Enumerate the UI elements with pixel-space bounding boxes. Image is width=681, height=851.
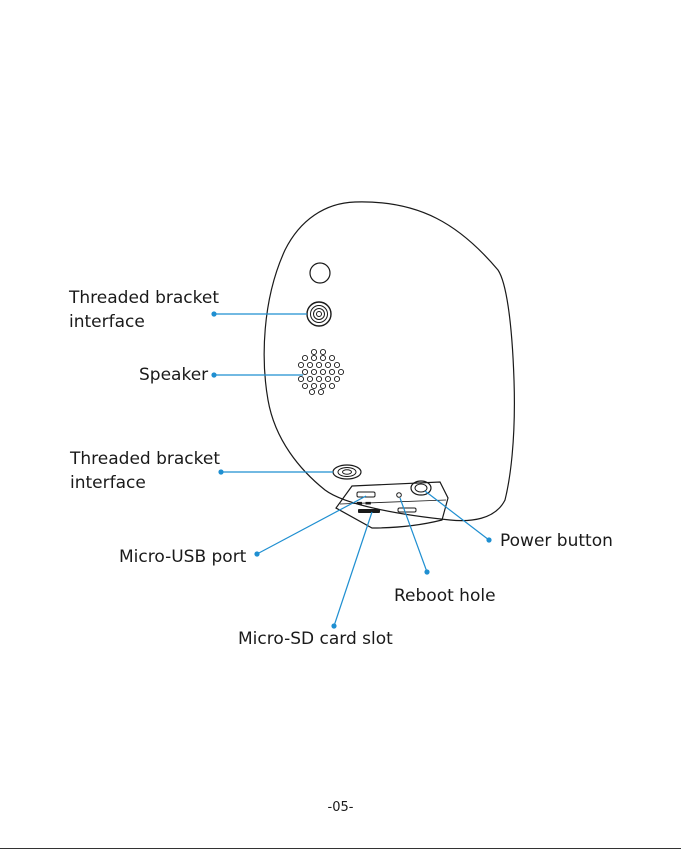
label-micro-sd: Micro-SD card slot: [238, 627, 393, 651]
speaker-hole: [329, 369, 334, 374]
speaker-hole: [311, 355, 316, 360]
speaker-hole: [302, 355, 307, 360]
camera-body-outline: [264, 202, 514, 521]
dot-micro-usb: [254, 551, 259, 556]
dot-power: [486, 537, 491, 542]
leader-micro-sd: [334, 512, 372, 626]
leader-reboot: [400, 498, 427, 572]
label-bracket-bottom-line1: Threaded bracket: [70, 447, 220, 471]
speaker-hole: [302, 383, 307, 388]
speaker-hole: [318, 389, 323, 394]
speaker-hole: [320, 383, 325, 388]
speaker-hole: [334, 376, 339, 381]
micro-sd-slot-icon: [358, 509, 380, 513]
port-panel: ▬ ▬: [336, 481, 448, 528]
speaker-grille-icon: [298, 349, 343, 394]
label-power-button: Power button: [500, 529, 613, 553]
dot-reboot: [424, 569, 429, 574]
dot-upper-bracket: [211, 311, 216, 316]
speaker-hole: [338, 369, 343, 374]
speaker-hole: [320, 369, 325, 374]
label-bracket-top-line2: interface: [69, 310, 145, 334]
speaker-hole: [334, 362, 339, 367]
label-reboot-hole: Reboot hole: [394, 584, 496, 608]
speaker-hole: [320, 355, 325, 360]
speaker-hole: [307, 376, 312, 381]
dot-speaker: [211, 372, 216, 377]
label-bracket-bottom-line2: interface: [70, 471, 146, 495]
speaker-hole: [307, 362, 312, 367]
speaker-hole: [329, 383, 334, 388]
reboot-hole-icon: [397, 493, 402, 498]
speaker-hole: [325, 362, 330, 367]
speaker-hole: [311, 383, 316, 388]
label-bracket-top-line1: Threaded bracket: [69, 286, 219, 310]
leader-power: [425, 491, 489, 540]
bottom-rule: [0, 848, 681, 849]
leader-dots: [211, 311, 491, 628]
lower-bracket-interface-icon: [333, 465, 361, 479]
speaker-hole: [311, 349, 316, 354]
speaker-hole: [298, 376, 303, 381]
top-hole: [310, 263, 330, 283]
speaker-hole: [309, 389, 314, 394]
speaker-hole: [311, 369, 316, 374]
label-micro-usb: Micro-USB port: [119, 545, 246, 569]
speaker-hole: [302, 369, 307, 374]
page-number: -05-: [0, 800, 681, 815]
speaker-hole: [316, 376, 321, 381]
label-speaker: Speaker: [139, 363, 208, 387]
speaker-hole: [329, 355, 334, 360]
lower-slot-icon: [398, 508, 416, 512]
speaker-hole: [298, 362, 303, 367]
leader-micro-usb: [257, 496, 366, 554]
speaker-hole: [325, 376, 330, 381]
upper-bracket-interface-icon: [307, 302, 331, 326]
speaker-hole: [316, 362, 321, 367]
speaker-hole: [320, 349, 325, 354]
leader-lines: [214, 314, 489, 626]
